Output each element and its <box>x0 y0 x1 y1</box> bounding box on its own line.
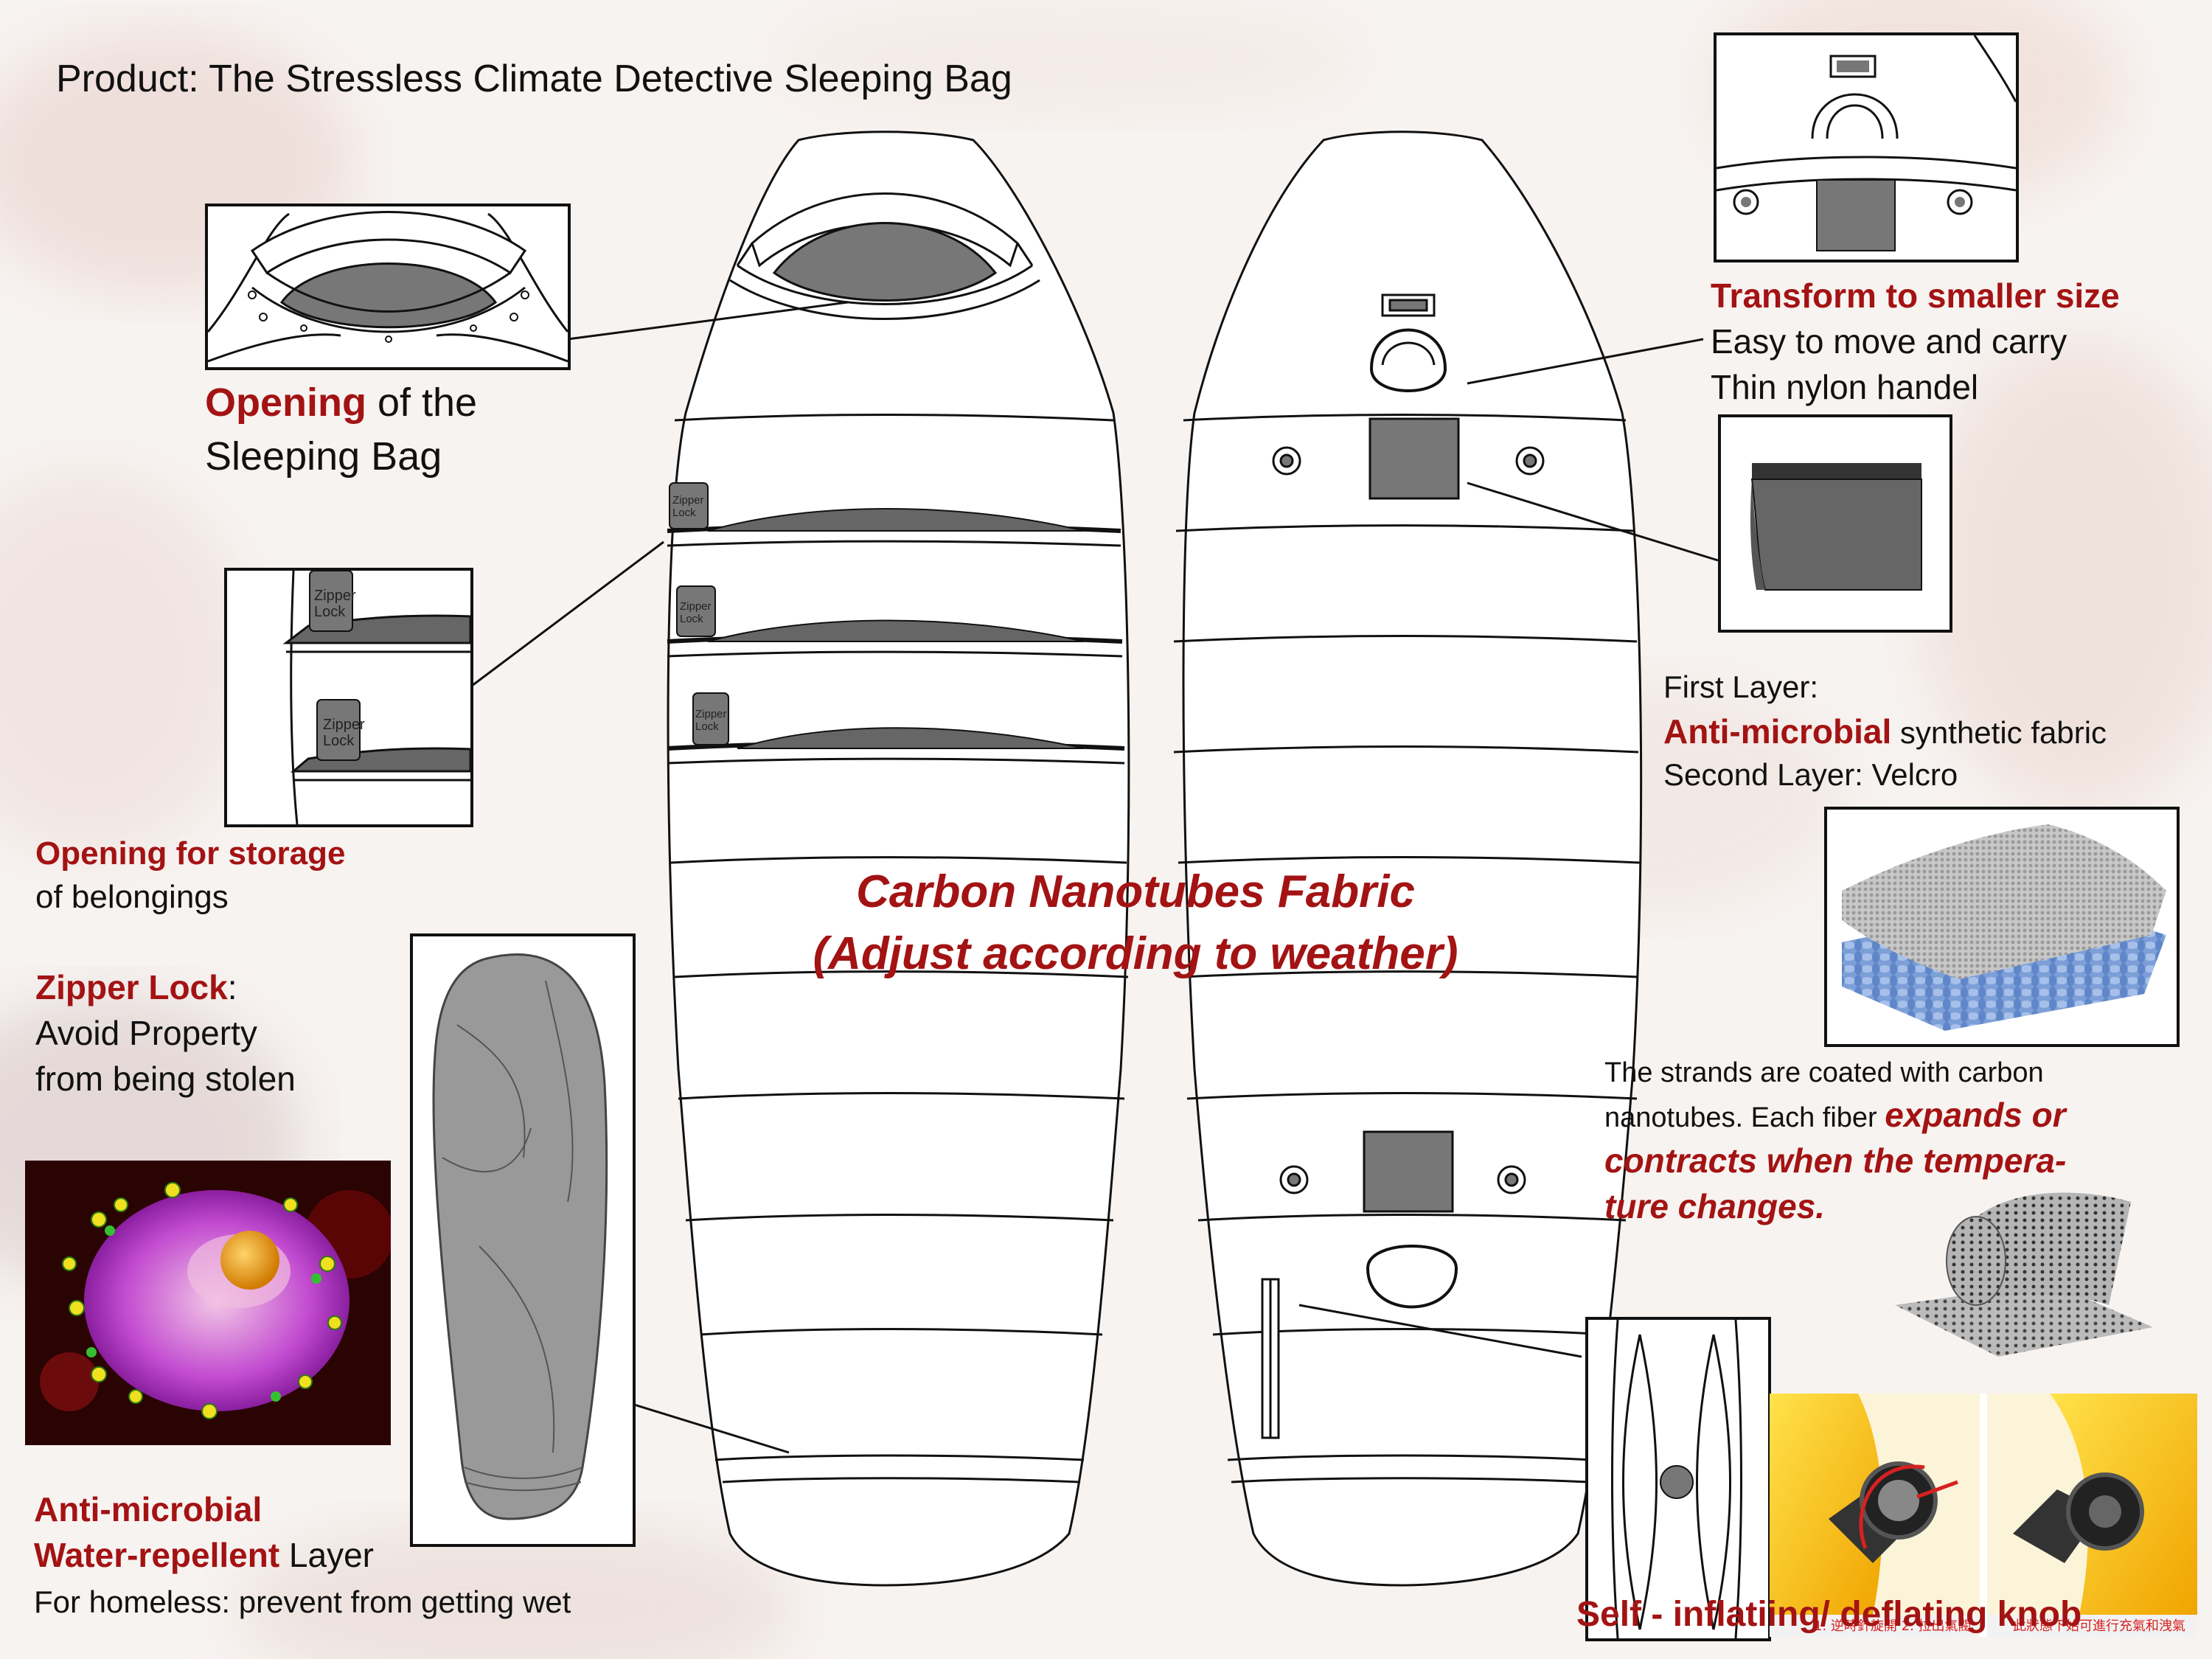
center-title-line2: (Adjust according to weather) <box>813 928 1458 979</box>
velcro-flap-box <box>1718 414 1952 633</box>
sleeping-bag-front <box>667 131 1130 1587</box>
zipper-tag-line2: Lock <box>695 720 719 733</box>
storage-label-bold: Opening for storage <box>35 835 346 872</box>
zipper-tag-line2: Lock <box>672 507 696 519</box>
zipper-tag-line2: Lock <box>680 613 703 625</box>
zipper-label-bold: Zipper Lock <box>35 968 228 1006</box>
carbon-fabric-icon <box>1842 824 2166 1031</box>
bacteria-cell-image <box>25 1161 391 1445</box>
opening-label-bold: Opening <box>205 380 366 425</box>
knob-label: Self - inflatiing/ deflating knob <box>1576 1595 2082 1634</box>
strands-text: The strands are coated with carbon nanot… <box>1604 1054 2066 1230</box>
storage-openings <box>707 508 1085 749</box>
layers-bold: Anti-microbial <box>1663 712 1892 751</box>
strands-line1: The strands are coated with carbon <box>1604 1057 2044 1088</box>
valve-caption-right: 此狀態下始可進行充氣和洩氣 <box>2013 1618 2185 1634</box>
leader-lines <box>471 301 1719 1454</box>
zipper-label-line3: from being stolen <box>35 1060 296 1099</box>
nanotube-image <box>1888 1180 2160 1361</box>
velcro-flap-icon <box>1750 463 1922 591</box>
layers-rest: synthetic fabric <box>1891 714 2107 750</box>
transform-line3: Thin nylon handel <box>1711 368 1979 407</box>
storage-closeup-icon: Zipper Lock Zipper Lock <box>282 571 470 824</box>
transform-line2: Easy to move and carry <box>1711 322 2067 361</box>
storage-label-line2: of belongings <box>35 879 229 916</box>
antimicrobial-bold2: Water-repellent <box>34 1536 280 1575</box>
layers-label: First Layer: Anti-microbial synthetic fa… <box>1663 667 2107 796</box>
antimicrobial-layer-label: Anti-microbial Water-repellent Layer For… <box>34 1486 571 1624</box>
zipper-tag-line1: Zipper <box>680 600 712 613</box>
antimicrobial-rest2: Layer <box>279 1536 374 1575</box>
center-title-line1: Carbon Nanotubes Fabric <box>856 866 1415 917</box>
opening-label-line2: Sleeping Bag <box>205 434 442 479</box>
strands-line4: ture changes. <box>1604 1187 1826 1226</box>
layers-line1: First Layer: <box>1663 669 1819 704</box>
opening-label: Opening of the Sleeping Bag <box>205 376 477 484</box>
strands-line2a: nanotubes. Each fiber <box>1604 1102 1885 1134</box>
zipper-tag-line1: Zipper <box>314 588 356 604</box>
transform-bold: Transform to smaller size <box>1711 276 2120 315</box>
zipper-lock-tags <box>669 482 729 745</box>
zipper-lock-label: Zipper Lock: Avoid Property from being s… <box>35 964 296 1102</box>
sleeping-bag-back <box>1173 131 1643 1587</box>
storage-label: Opening for storage of belongings <box>35 832 345 919</box>
zipper-tag-line1: Zipper <box>323 717 365 733</box>
opening-label-rest: of the <box>366 380 478 425</box>
bacteria-cell-icon <box>25 1161 391 1445</box>
layers-line3: Second Layer: Velcro <box>1663 757 1958 792</box>
strands-line2b: expands or <box>1885 1096 2066 1135</box>
center-title: Carbon Nanotubes Fabric (Adjust accordin… <box>737 861 1534 984</box>
antimicrobial-bold1: Anti-microbial <box>34 1490 262 1528</box>
zipper-label-line2: Avoid Property <box>35 1014 257 1053</box>
transform-label: Transform to smaller size Easy to move a… <box>1711 273 2120 410</box>
knob-detail-box <box>1585 1317 1771 1641</box>
carbon-fabric-box <box>1824 807 2180 1047</box>
inner-liner-icon <box>432 953 608 1520</box>
strands-line3: contracts when the tempera- <box>1604 1141 2067 1180</box>
zipper-tag-line2: Lock <box>323 733 355 749</box>
storage-detail-box: Zipper Lock Zipper Lock <box>224 568 473 827</box>
zipper-tag-line2: Lock <box>314 604 346 620</box>
handle-detail-box <box>1714 32 2019 262</box>
nanotube-icon <box>1895 1192 2153 1357</box>
zipper-tag-line1: Zipper <box>695 708 727 720</box>
hood-opening-icon <box>208 211 568 363</box>
opening-detail-box <box>205 204 571 370</box>
inner-liner-box <box>410 933 636 1547</box>
valve-photo: 1. 逆時針旋開 2. 拉出氣閥 此狀態下始可進行充氣和洩氣 <box>1770 1394 2197 1637</box>
valve-caption-left: 1. 逆時針旋開 2. 拉出氣閥 <box>1814 1618 1972 1634</box>
handle-closeup-icon <box>1717 35 2016 251</box>
valve-knob-icon: 1. 逆時針旋開 2. 拉出氣閥 此狀態下始可進行充氣和洩氣 <box>1770 1394 2197 1637</box>
zipper-label-colon: : <box>227 968 237 1006</box>
zipper-tag-line1: Zipper <box>672 494 704 507</box>
antimicrobial-line3: For homeless: prevent from getting wet <box>34 1585 571 1620</box>
page-title: Product: The Stressless Climate Detectiv… <box>56 58 1012 100</box>
knob-strip-icon <box>1611 1320 1742 1638</box>
